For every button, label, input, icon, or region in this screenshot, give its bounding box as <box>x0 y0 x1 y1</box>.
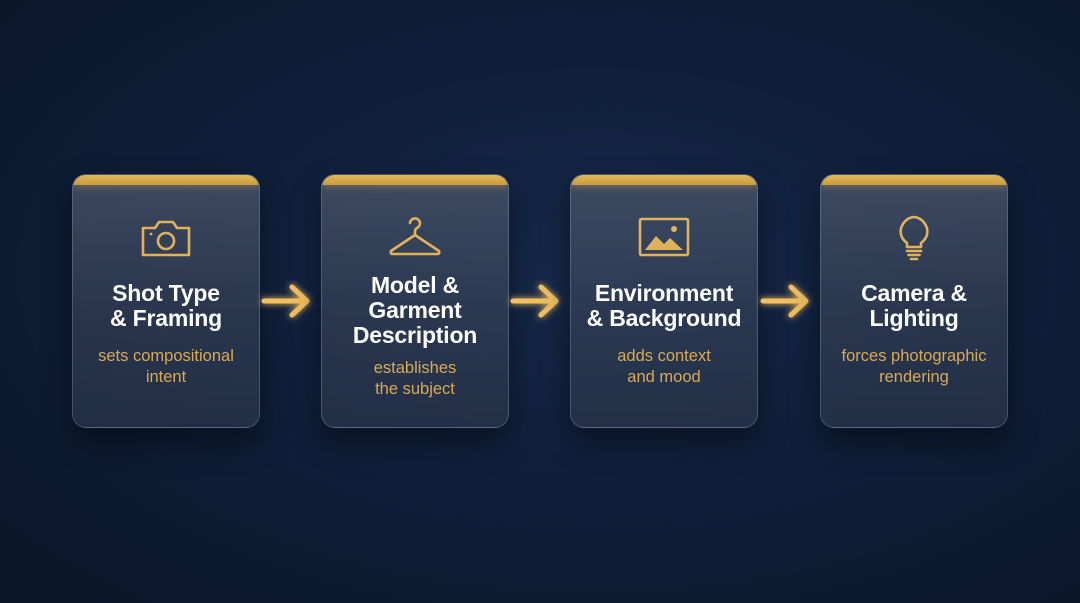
image-icon <box>638 217 690 257</box>
step-card-model-garment: Model & Garment Description establishes … <box>321 174 509 428</box>
step-title: Camera & Lighting <box>861 280 967 331</box>
step-title: Shot Type & Framing <box>110 280 222 331</box>
step-card-camera-lighting: Camera & Lighting forces photographic re… <box>820 174 1008 428</box>
camera-icon <box>141 220 191 257</box>
flow-arrow-icon <box>760 284 809 318</box>
lightbulb-icon <box>899 215 929 261</box>
step-description: establishes the subject <box>373 359 457 398</box>
step-title: Environment & Background <box>586 280 742 331</box>
flow-arrow-icon <box>261 284 310 318</box>
step-card-environment: Environment & Background adds context an… <box>570 174 758 428</box>
step-description: forces photographic rendering <box>841 347 987 386</box>
step-description: adds context and mood <box>617 347 711 386</box>
hanger-icon <box>389 217 441 256</box>
step-title: Model & Garment Description <box>352 272 478 348</box>
flow-arrow-icon <box>510 284 559 318</box>
step-description: sets compositional intent <box>98 347 234 386</box>
step-card-shot-type: Shot Type & Framing sets compositional i… <box>72 174 260 428</box>
